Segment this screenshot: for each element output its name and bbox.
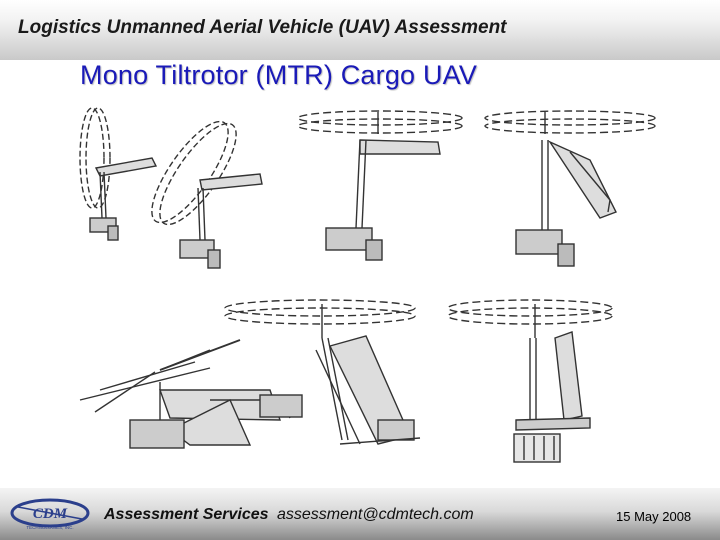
mtr-illustrations — [79, 107, 656, 463]
cdm-logo: CDM TECHNOLOGIES, INC. — [10, 498, 90, 530]
header-title: Logistics Unmanned Aerial Vehicle (UAV) … — [18, 17, 507, 38]
logo-text: CDM — [33, 506, 68, 522]
mtr-config-2-illustration — [151, 120, 263, 269]
mtr-config-7-illustration — [447, 299, 613, 463]
mtr-config-6-illustration — [224, 299, 421, 445]
mtr-config-5-illustration — [79, 339, 303, 449]
mtr-config-1-illustration — [79, 107, 158, 241]
footer-date: 15 May 2008 — [616, 509, 692, 524]
footer-bar — [0, 488, 720, 540]
mtr-config-3-illustration — [297, 110, 463, 261]
footer-email: assessment@cdmtech.com — [277, 506, 474, 523]
mtr-config-4-illustration — [484, 110, 656, 267]
logo-subtext: TECHNOLOGIES, INC. — [26, 525, 73, 530]
footer-services-label: Assessment Services — [104, 506, 269, 523]
header-bar: Logistics Unmanned Aerial Vehicle (UAV) … — [0, 0, 720, 60]
slide-title: Mono Tiltrotor (MTR) Cargo UAV — [80, 60, 478, 90]
